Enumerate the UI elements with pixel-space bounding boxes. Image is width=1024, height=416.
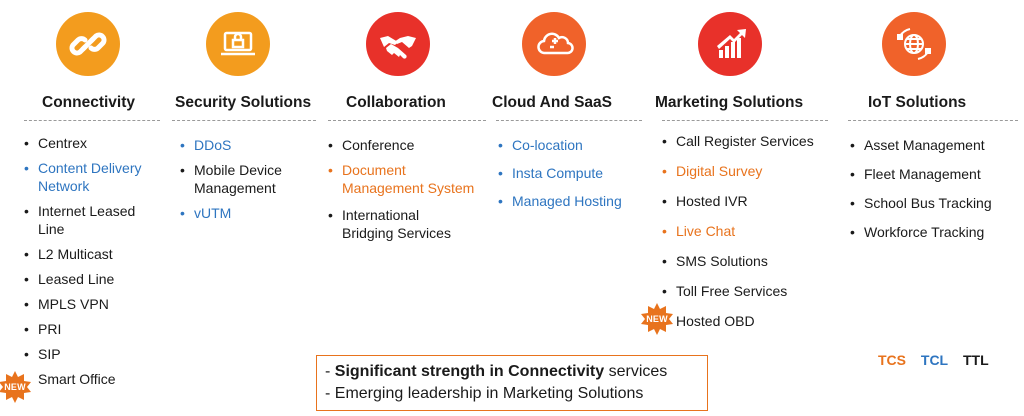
company-legend: TCS TCL TTL	[878, 352, 1000, 368]
column-marketing-solutions: Marketing Solutions Call Register Servic…	[641, 0, 838, 416]
column-collaboration: Collaboration Conference Document Manage…	[320, 0, 492, 416]
column-connectivity: Connectivity Centrex Content Delivery Ne…	[0, 0, 170, 416]
legend-ttl: TTL	[963, 352, 989, 368]
list-item: Document Management System	[328, 161, 490, 197]
list-item: Internet Leased Line	[24, 202, 160, 238]
column-divider	[496, 120, 642, 121]
summary-dash: -	[325, 363, 335, 380]
summary-line-1: - Significant strength in Connectivity s…	[325, 361, 695, 383]
list-item: Fleet Management	[850, 165, 1022, 183]
service-list: Centrex Content Delivery Network Interne…	[24, 134, 160, 388]
column-divider	[172, 120, 316, 121]
list-item: Mobile Device Management	[180, 161, 316, 197]
globe-network-icon	[897, 28, 931, 60]
column-cloud-and-saas: Cloud And SaaS Co-location Insta Compute…	[492, 0, 644, 416]
iot-icon-circle	[882, 12, 946, 76]
summary-line-2: - Emerging leadership in Marketing Solut…	[325, 385, 644, 402]
list-item: Live Chat	[662, 222, 838, 240]
marketing-icon-circle	[698, 12, 762, 76]
summary-suffix: services	[604, 363, 668, 380]
list-item: Digital Survey	[662, 162, 838, 180]
cloud-icon-circle	[522, 12, 586, 76]
service-list: Conference Document Management System In…	[328, 136, 490, 242]
connectivity-icon-circle	[56, 12, 120, 76]
list-item: Smart Office	[38, 371, 116, 387]
column-title: Cloud And SaaS	[492, 94, 612, 111]
list-item: Conference	[328, 136, 490, 154]
cloud-icon	[537, 32, 574, 55]
starburst-icon	[0, 371, 31, 403]
list-item: Hosted IVR	[662, 192, 838, 210]
list-item: MPLS VPN	[24, 295, 160, 313]
column-title: IoT Solutions	[868, 94, 967, 111]
list-item: School Bus Tracking	[850, 194, 1022, 212]
list-item: Workforce Tracking	[850, 223, 1022, 241]
list-item: Hosted OBD	[676, 313, 755, 329]
service-list: DDoS Mobile Device Management vUTM	[180, 136, 316, 222]
list-item: Co-location	[498, 136, 644, 154]
growth-chart-icon	[717, 29, 746, 58]
list-item: Asset Management	[850, 136, 1022, 154]
new-badge-label: NEW	[646, 314, 668, 324]
list-item: International Bridging Services	[328, 206, 462, 242]
list-item: L2 Multicast	[24, 245, 160, 263]
security-icon-circle	[206, 12, 270, 76]
list-item: Call Register Services	[662, 132, 838, 150]
list-item: PRI	[24, 320, 160, 338]
list-item: Leased Line	[24, 270, 160, 288]
laptop-lock-icon	[221, 31, 255, 56]
list-item: vUTM	[180, 204, 316, 222]
column-title: Security Solutions	[175, 94, 312, 111]
column-security-solutions: Security Solutions DDoS Mobile Device Ma…	[170, 0, 320, 416]
list-item: Centrex	[24, 134, 160, 152]
starburst-icon	[641, 303, 673, 335]
service-list: Asset Management Fleet Management School…	[850, 136, 1022, 241]
handshake-icon	[380, 36, 416, 59]
new-badge: NEW	[640, 302, 674, 336]
new-badge: NEW	[0, 370, 32, 404]
summary-highlight: Significant strength in Connectivity	[334, 363, 605, 380]
list-item: SIP	[24, 345, 160, 363]
column-title: Connectivity	[42, 94, 136, 111]
column-divider	[848, 120, 1018, 121]
service-list: Call Register Services Digital Survey Ho…	[662, 132, 838, 330]
column-title: Collaboration	[346, 94, 446, 111]
list-item: SMS Solutions	[662, 252, 838, 270]
column-divider	[24, 120, 160, 121]
list-item: Insta Compute	[498, 164, 644, 182]
chain-link-icon	[69, 32, 107, 56]
list-item: Content Delivery Network	[24, 159, 160, 195]
new-badge-label: NEW	[4, 382, 26, 392]
summary-box: - Significant strength in Connectivity s…	[316, 355, 708, 411]
service-list: Co-location Insta Compute Managed Hostin…	[498, 136, 644, 210]
collaboration-icon-circle	[366, 12, 430, 76]
column-title: Marketing Solutions	[655, 94, 804, 111]
column-divider	[662, 120, 828, 121]
list-item: DDoS	[180, 136, 316, 154]
list-item: Managed Hosting	[498, 192, 644, 210]
column-iot-solutions: IoT Solutions Asset Management Fleet Man…	[838, 0, 1024, 416]
column-divider	[328, 120, 486, 121]
list-item: Toll Free Services	[662, 282, 838, 300]
legend-tcl: TCL	[920, 352, 949, 368]
legend-tcs: TCS	[878, 352, 906, 368]
